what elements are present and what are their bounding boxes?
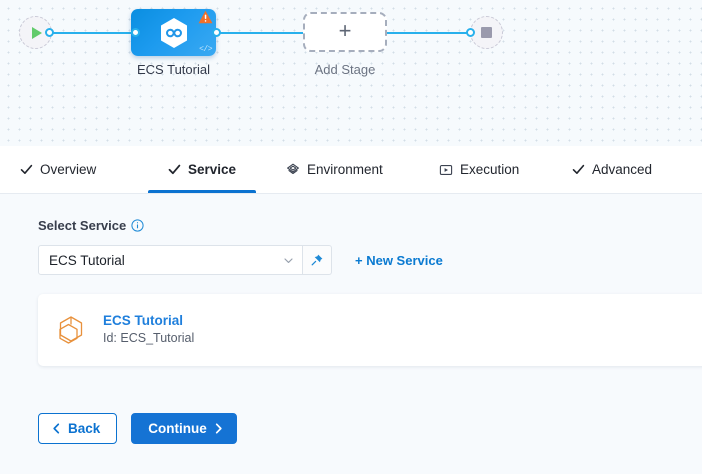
select-service-label: Select Service: [38, 218, 144, 233]
check-icon: [168, 164, 181, 175]
service-card-title[interactable]: ECS Tutorial: [103, 313, 184, 328]
end-node-port[interactable]: [466, 28, 475, 37]
service-summary-card[interactable]: ECS Tutorial Id: ECS_Tutorial: [38, 294, 702, 366]
add-stage-button[interactable]: +: [303, 12, 387, 52]
pin-icon: [311, 254, 323, 266]
new-service-link[interactable]: + New Service: [355, 252, 443, 268]
add-stage-label: Add Stage: [314, 62, 376, 77]
tab-service-label: Service: [188, 162, 237, 177]
cube-icon: [59, 316, 83, 344]
pipeline-end-node[interactable]: [470, 16, 503, 49]
play-icon: [32, 26, 42, 39]
continue-button-label: Continue: [148, 421, 207, 436]
tab-environment[interactable]: Environment: [284, 146, 385, 193]
tab-advanced[interactable]: Advanced: [570, 146, 654, 193]
info-icon[interactable]: [131, 219, 144, 232]
stage-output-port[interactable]: [212, 28, 221, 37]
edge-stage-to-add: [216, 32, 304, 34]
check-icon: [572, 164, 585, 174]
pin-service-button[interactable]: [303, 245, 332, 275]
tab-execution-label: Execution: [460, 162, 520, 177]
layers-icon: [287, 163, 299, 174]
stage-input-port[interactable]: [131, 28, 140, 37]
service-card-id: Id: ECS_Tutorial: [103, 331, 195, 345]
edge-add-to-end: [387, 32, 473, 34]
tab-overview-label: Overview: [40, 162, 97, 177]
wizard-footer-buttons: Back Continue: [38, 413, 237, 444]
tab-overview[interactable]: Overview: [18, 146, 98, 193]
play-box-icon: [439, 164, 453, 175]
edge-start-to-stage: [48, 32, 136, 34]
check-icon: [20, 164, 33, 174]
service-tab-panel: Select Service ECS Tutorial: [0, 194, 702, 474]
stop-icon: [481, 27, 492, 38]
select-service-value: ECS Tutorial: [49, 252, 125, 268]
back-button[interactable]: Back: [38, 413, 118, 444]
tab-execution[interactable]: Execution: [437, 146, 521, 193]
select-service-row: ECS Tutorial + New Service: [38, 245, 443, 275]
back-button-label: Back: [68, 421, 101, 436]
tab-environment-label: Environment: [307, 162, 383, 177]
stage-node-label: ECS Tutorial: [137, 62, 210, 77]
tab-active-indicator: [148, 190, 257, 193]
chevron-down-icon: [284, 257, 293, 263]
select-service-label-text: Select Service: [38, 218, 127, 233]
service-card-text: ECS Tutorial Id: ECS_Tutorial: [103, 313, 194, 347]
pipeline-canvas[interactable]: </> ECS Tutorial + Add Stage: [0, 0, 702, 146]
continue-button[interactable]: Continue: [131, 413, 237, 444]
stage-node-ecs-tutorial[interactable]: </>: [131, 9, 216, 56]
plus-icon: +: [338, 18, 352, 43]
chevron-right-icon: [215, 423, 222, 434]
tab-service[interactable]: Service: [148, 146, 257, 193]
chevron-left-icon: [53, 423, 60, 434]
stage-config-tabbar: Overview Service Environment: [0, 146, 702, 194]
service-hexagon-icon: [160, 17, 187, 48]
tab-advanced-label: Advanced: [592, 162, 653, 177]
warning-triangle-icon[interactable]: [198, 10, 213, 24]
code-icon: </>: [199, 45, 212, 54]
select-service-dropdown[interactable]: ECS Tutorial: [38, 245, 303, 275]
start-node-port[interactable]: [45, 28, 54, 37]
